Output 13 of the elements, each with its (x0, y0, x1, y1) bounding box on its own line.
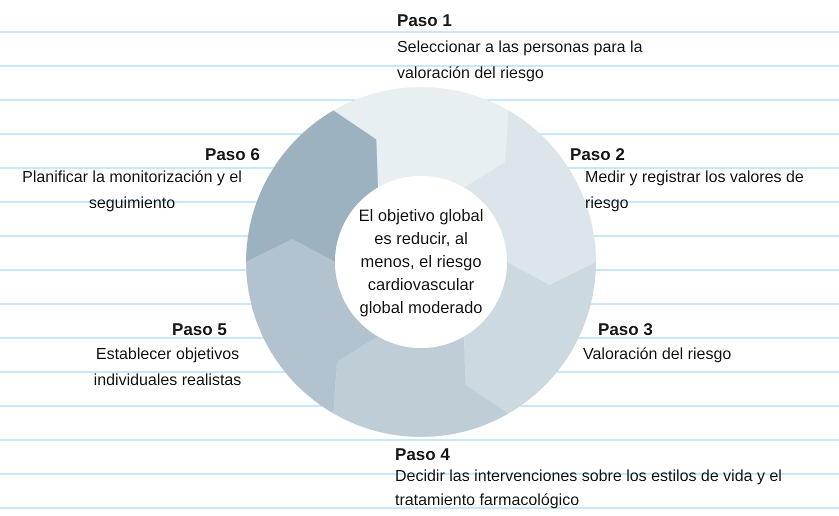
step-heading: Paso 2 (570, 144, 625, 166)
step-heading: Paso 5 (172, 319, 227, 341)
goal-text: El objetivo global es reducir, al menos, el riesgo cardiovascular global moderado (358, 206, 484, 318)
step-heading: Paso 4 (395, 444, 450, 466)
step-description: Planificar la monitorización y el seguimiento (21, 168, 243, 214)
step-heading: Paso 1 (397, 10, 452, 32)
step-description: Decidir las intervenciones sobre los estilos de vida y el tratamiento farmacológico (395, 467, 783, 511)
step-heading: Paso 6 (205, 144, 260, 166)
step-description: Establecer objetivos individuales realistas (92, 345, 242, 391)
step-description: Medir y registrar los valores de riesgo (585, 168, 805, 214)
step-description: Seleccionar a las personas para la valoración del riesgo (397, 38, 644, 84)
step-heading: Paso 3 (598, 319, 653, 341)
step-description: Valoración del riesgo (583, 345, 732, 365)
